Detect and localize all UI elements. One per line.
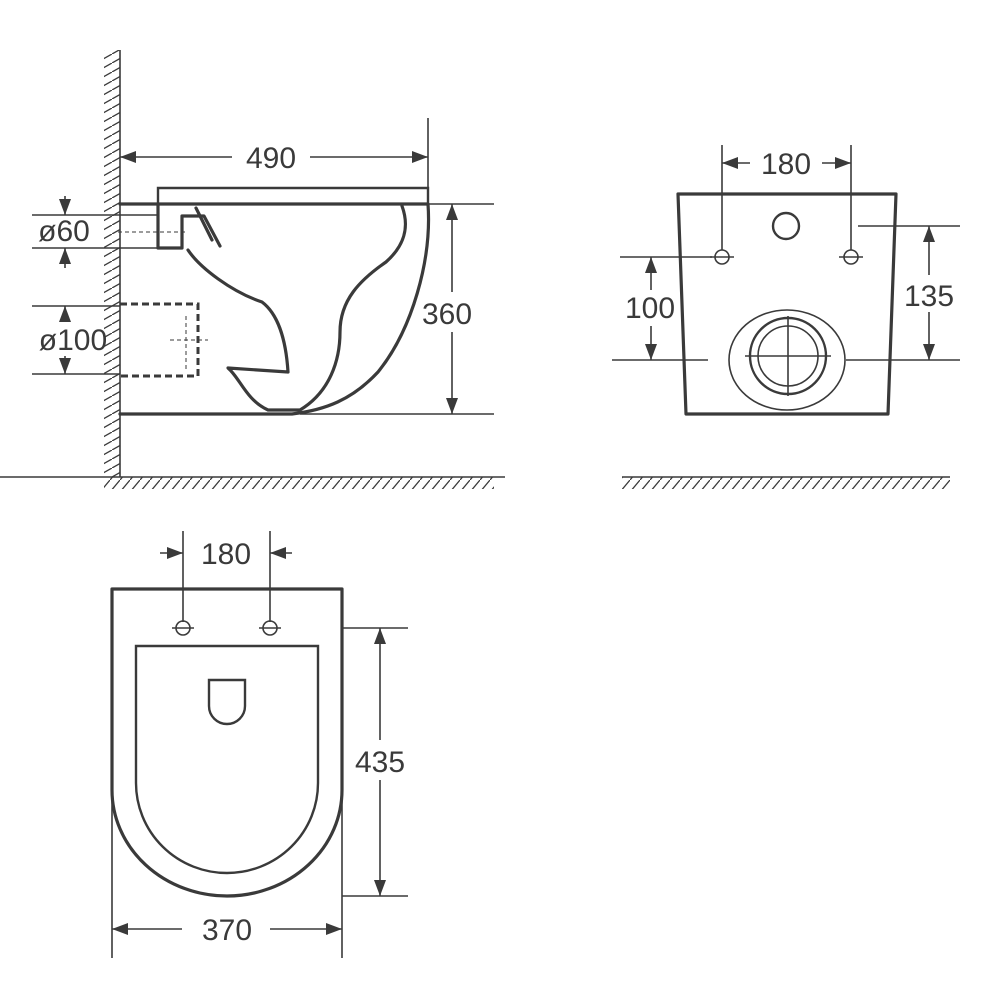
dimension-490-label: 490 [246,142,296,175]
toilet-side-profile [118,186,431,416]
dimension-back-180-label: 180 [761,148,811,181]
dimension-back-180: 180 [721,145,852,250]
dimension-top-180-label: 180 [201,538,251,571]
dimension-outlet-label: ø100 [39,324,107,357]
dimension-back-135: 135 [846,225,960,361]
side-view: 490 360 ø60 [0,50,505,489]
bolt-hole-right [839,249,863,265]
top-bolt-left [172,620,194,636]
floor-hatch-left [0,476,505,489]
dimension-490: 490 [120,118,429,188]
dimension-top-370-label: 370 [202,914,252,947]
inlet-hole [771,211,801,241]
bolt-hole-left [710,249,734,265]
back-view: 180 100 135 [612,145,960,489]
top-view: 180 435 370 [110,531,408,958]
top-view-seat-outline [134,644,320,875]
dimension-outlet: ø100 [32,305,120,375]
back-view-outline [676,192,898,416]
top-view-flush-opening [207,678,247,726]
dimension-inlet: ø60 [32,196,158,268]
dimension-top-180: 180 [160,531,292,622]
dimension-back-135-label: 135 [904,280,954,313]
dimension-top-435-label: 435 [355,746,405,779]
dimension-back-100: 100 [612,256,712,361]
dimension-inlet-label: ø60 [38,215,90,248]
dimension-top-435: 435 [342,627,408,897]
dimension-360-label: 360 [422,298,472,331]
outlet-hole [728,309,846,411]
dimension-360: 360 [300,203,494,415]
floor-hatch-right [622,476,950,489]
top-view-outer-outline [110,587,344,898]
wall-hatch [104,50,121,477]
top-bolt-right [259,620,281,636]
dimension-top-370: 370 [111,790,343,958]
dimension-back-100-label: 100 [625,292,675,325]
